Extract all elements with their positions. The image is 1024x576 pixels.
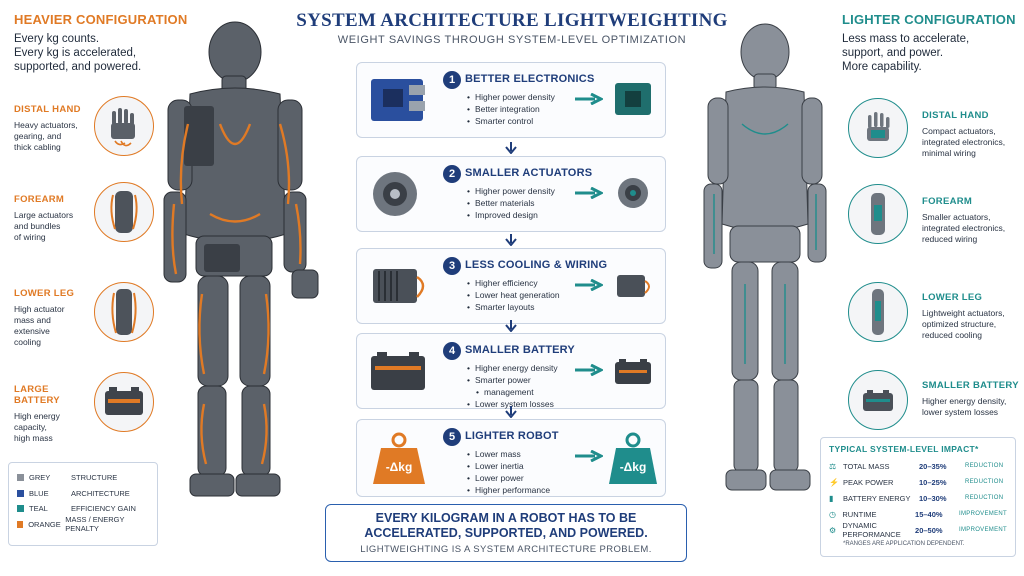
- battery-compact-icon: [615, 359, 651, 384]
- heavy-robot-illustration: [163, 21, 319, 497]
- weight-after-icon: -Δkg: [605, 430, 661, 486]
- arrow-down-icon: [505, 142, 517, 154]
- step-bullets: Higher power densityBetter integrationSm…: [467, 91, 555, 127]
- lighter-config-title: LIGHTER CONFIGURATION: [842, 12, 1016, 27]
- cooling-module-compact-icon: [617, 275, 650, 297]
- heavy-lower-leg-thumbnail: [94, 282, 154, 342]
- step-bullets: Lower massLower inertiaLower powerHigher…: [467, 448, 550, 496]
- arrow-down-icon: [505, 406, 517, 418]
- arrow-down-icon: [505, 320, 517, 332]
- actuator-large-icon: [373, 172, 417, 216]
- lighter-robot-illustration: [703, 23, 827, 491]
- step-number: 5: [443, 428, 461, 446]
- step-lighter-robot: -Δkg 5 LIGHTER ROBOT Lower massLower ine…: [356, 419, 666, 497]
- clock-icon: ◷: [829, 509, 836, 519]
- callout-distal-hand-heavy: DISTAL HAND Heavy actuators,gearing, and…: [14, 104, 81, 152]
- heavier-config-title: HEAVIER CONFIGURATION: [14, 12, 188, 27]
- step-title: BETTER ELECTRONICS: [465, 73, 595, 85]
- light-forearm-thumbnail: [848, 184, 908, 244]
- weight-before-icon: -Δkg: [369, 430, 429, 486]
- page-title: SYSTEM ARCHITECTURE LIGHTWEIGHTING: [296, 10, 728, 31]
- step-smaller-battery: 4 SMALLER BATTERY Higher energy densityS…: [356, 333, 666, 409]
- callout-lower-leg-light: LOWER LEG Lightweight actuators,optimize…: [922, 292, 1005, 340]
- light-hand-thumbnail: [848, 98, 908, 158]
- lightning-icon: ⚡: [829, 477, 839, 487]
- impact-title: TYPICAL SYSTEM-LEVEL IMPACT*: [829, 444, 979, 454]
- banner-line-3: LIGHTWEIGHTING IS A SYSTEM ARCHITECTURE …: [360, 544, 652, 555]
- lighter-config-description: Less mass to accelerate, support, and po…: [842, 33, 970, 73]
- system-impact-panel: TYPICAL SYSTEM-LEVEL IMPACT* ⚖TOTAL MASS…: [820, 437, 1016, 557]
- battery-icon: ▮: [829, 493, 834, 503]
- heavier-config-description: Every kg counts. Every kg is accelerated…: [14, 33, 142, 73]
- page-subtitle: WEIGHT SAVINGS THROUGH SYSTEM-LEVEL OPTI…: [337, 34, 687, 46]
- heavy-hand-thumbnail: [94, 96, 154, 156]
- step-title: SMALLER ACTUATORS: [465, 167, 593, 179]
- heavy-forearm-thumbnail: [94, 182, 154, 242]
- banner-line-1: EVERY KILOGRAM IN A ROBOT HAS TO BE: [375, 511, 637, 525]
- arrow-right-icon: [575, 364, 603, 376]
- performance-icon: ⚙: [829, 525, 837, 535]
- callout-forearm-light: FOREARM Smaller actuators,integrated ele…: [922, 196, 1006, 244]
- step-title: SMALLER BATTERY: [465, 344, 575, 356]
- step-less-cooling-wiring: 3 LESS COOLING & WIRING Higher efficienc…: [356, 248, 666, 324]
- step-title: LESS COOLING & WIRING: [465, 259, 608, 271]
- arrow-right-icon: [575, 93, 603, 105]
- light-lower-leg-thumbnail: [848, 282, 908, 342]
- battery-large-icon: [371, 352, 425, 390]
- impact-footnote: *RANGES ARE APPLICATION DEPENDENT.: [843, 541, 965, 547]
- arrow-right-icon: [575, 279, 603, 291]
- actuator-compact-icon: [618, 178, 648, 208]
- step-title: LIGHTER ROBOT: [465, 430, 559, 442]
- weight-icon: ⚖: [829, 461, 837, 471]
- heavy-battery-thumbnail: [94, 372, 154, 432]
- circuit-board-compact-icon: [615, 83, 651, 115]
- arrow-right-icon: [575, 450, 603, 462]
- light-battery-thumbnail: [848, 370, 908, 430]
- arrow-down-icon: [505, 234, 517, 246]
- step-bullets: Higher power densityBetter materialsImpr…: [467, 185, 555, 221]
- step-number: 2: [443, 165, 461, 183]
- key-message-banner: EVERY KILOGRAM IN A ROBOT HAS TO BE ACCE…: [325, 504, 687, 562]
- step-better-electronics: 1 BETTER ELECTRONICS Higher power densit…: [356, 62, 666, 138]
- step-smaller-actuators: 2 SMALLER ACTUATORS Higher power density…: [356, 156, 666, 232]
- callout-smaller-battery: SMALLER BATTERY Higher energy density,lo…: [922, 380, 1019, 417]
- step-number: 4: [443, 342, 461, 360]
- step-number: 1: [443, 71, 461, 89]
- callout-distal-hand-light: DISTAL HAND Compact actuators,integrated…: [922, 110, 1006, 158]
- step-bullets: Higher energy densitySmarter powermanage…: [467, 362, 558, 410]
- step-number: 3: [443, 257, 461, 275]
- step-bullets: Higher efficiencyLower heat generationSm…: [467, 277, 560, 313]
- cooling-module-large-icon: [373, 269, 425, 303]
- banner-line-2: ACCELERATED, SUPPORTED, AND POWERED.: [364, 526, 648, 540]
- circuit-board-large-icon: [371, 79, 425, 121]
- arrow-right-icon: [575, 187, 603, 199]
